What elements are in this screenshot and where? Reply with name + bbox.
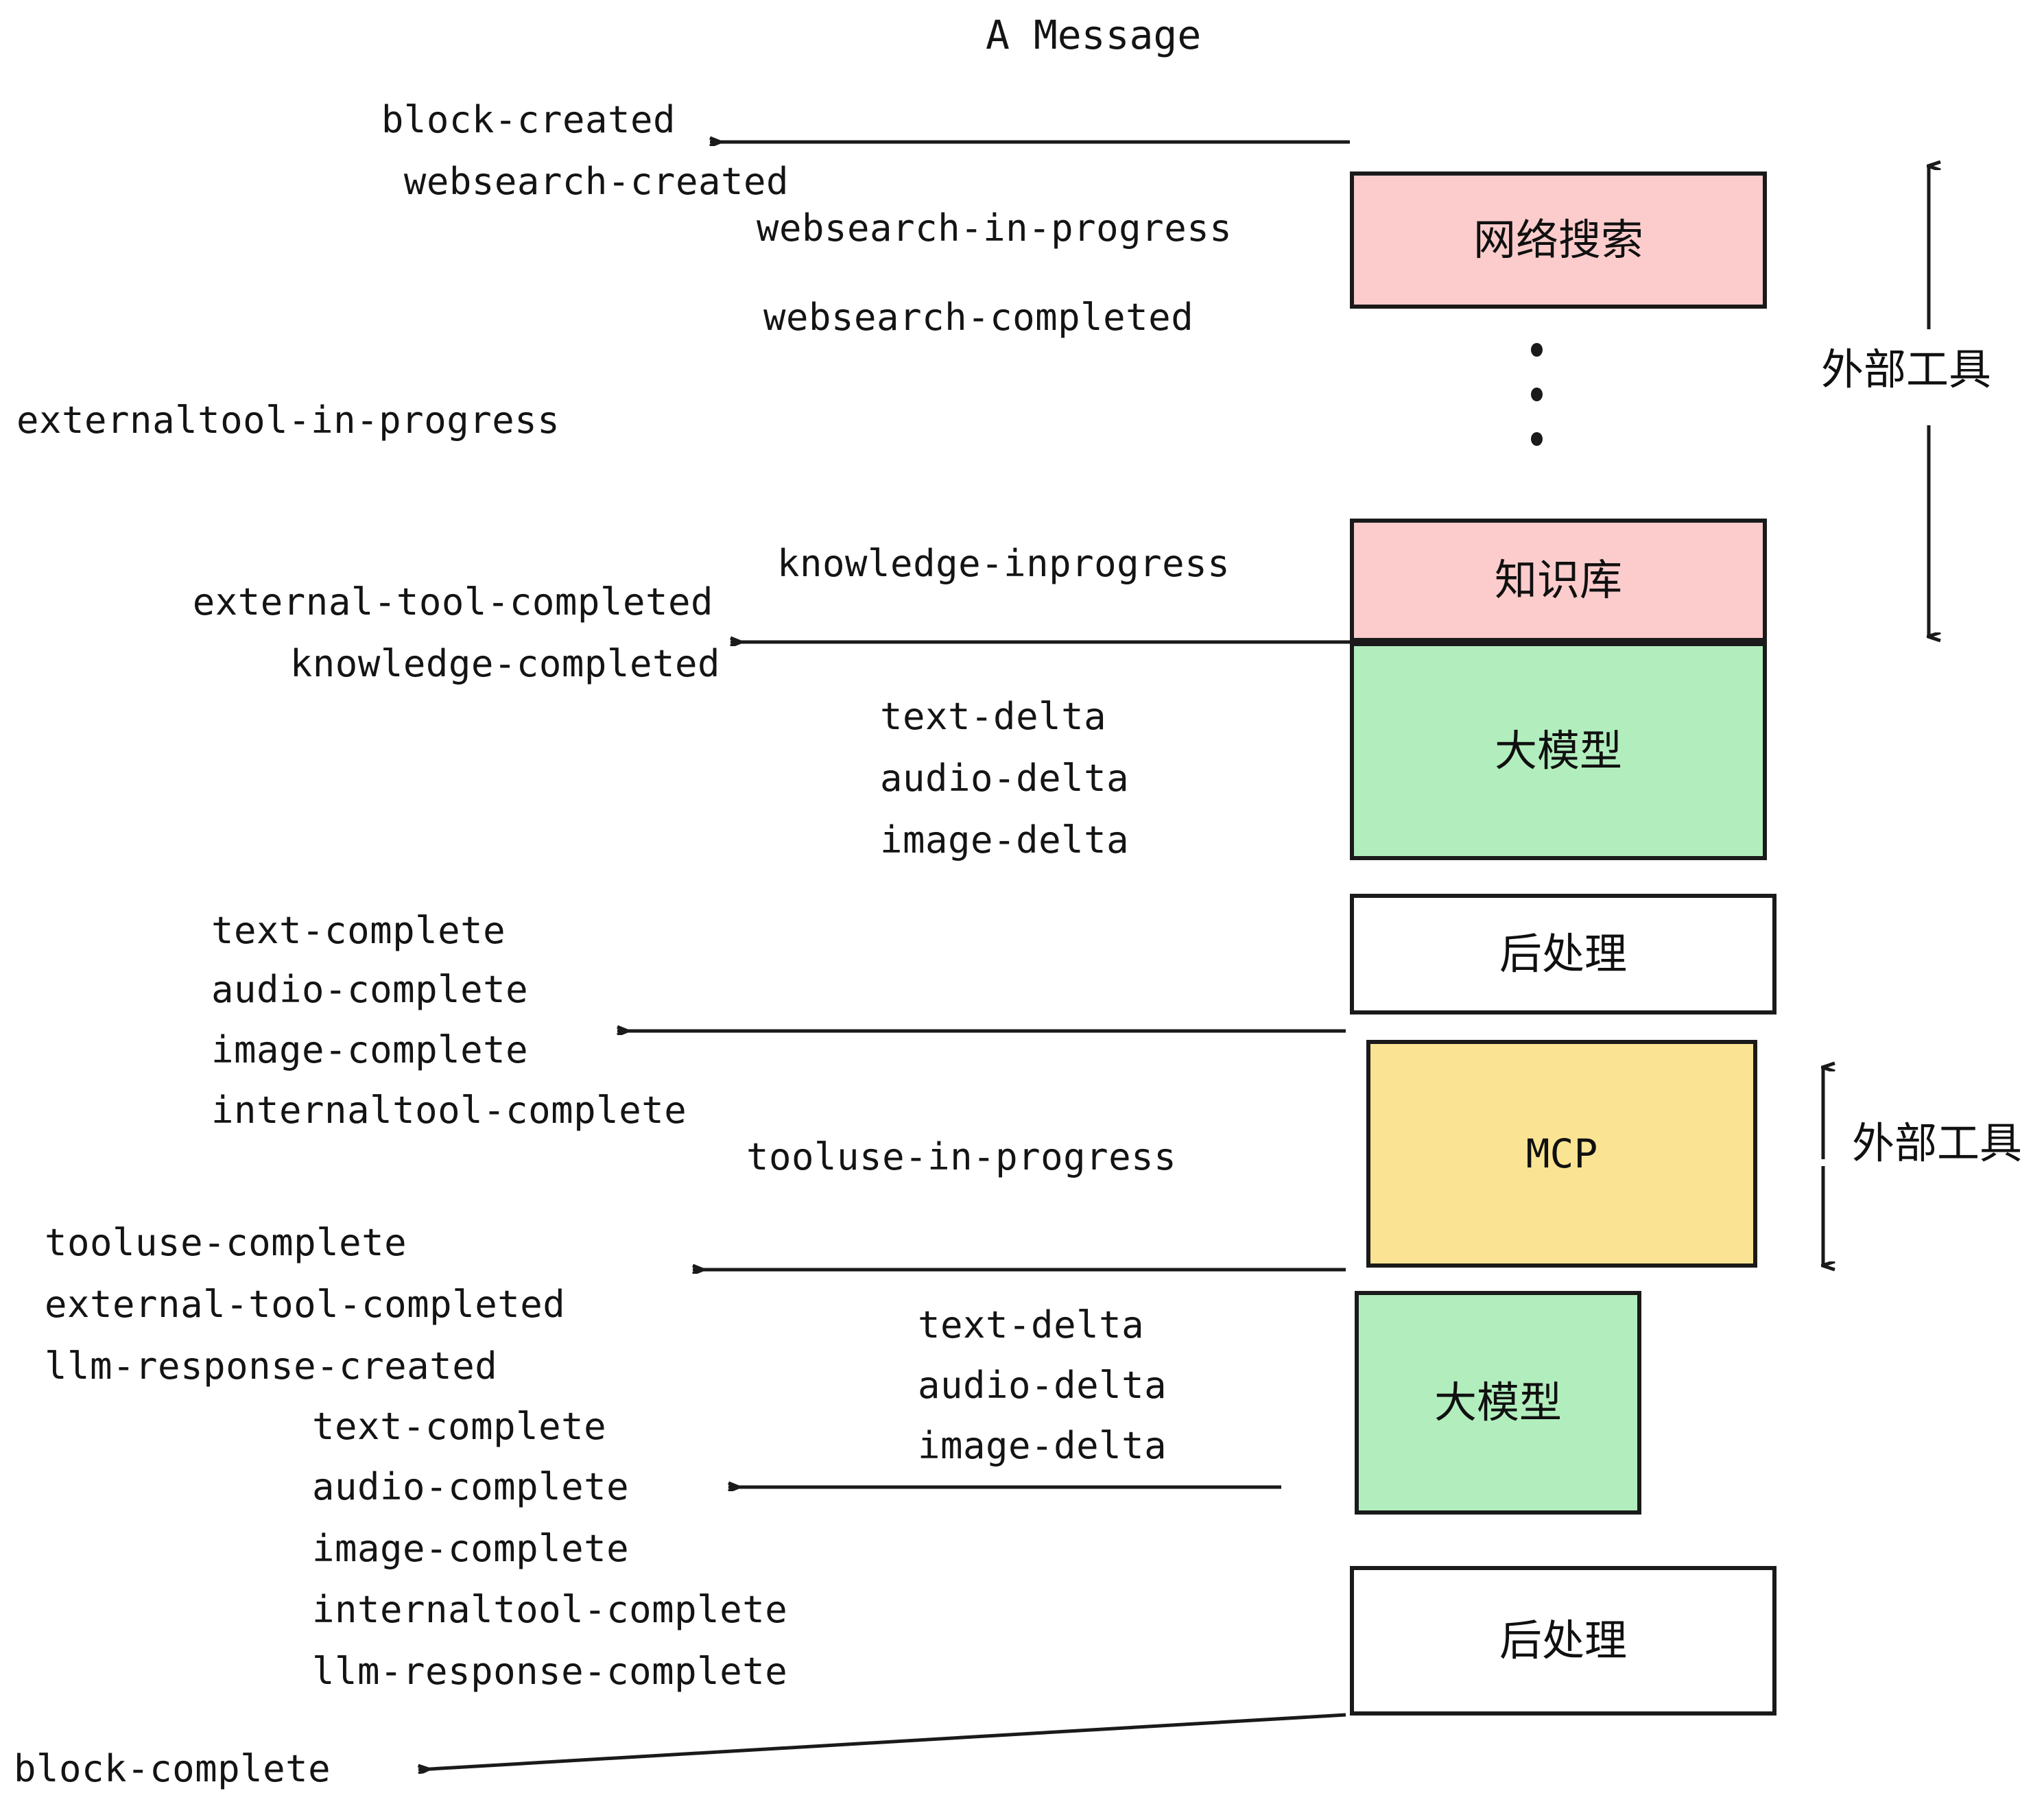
node-mcp-label: MCP bbox=[1525, 1130, 1598, 1177]
node-postprocess-2: 后处理 bbox=[1350, 1566, 1776, 1716]
event-audio-delta-2: audio-delta bbox=[918, 1364, 1167, 1407]
event-audio-complete-1: audio-complete bbox=[211, 968, 529, 1011]
event-image-complete-2: image-complete bbox=[312, 1527, 630, 1570]
side-label-external-tools-mcp: 外部工具 bbox=[1852, 1118, 2023, 1168]
node-mcp: MCP bbox=[1366, 1040, 1757, 1268]
node-knowledge-base: 知识库 bbox=[1350, 519, 1767, 642]
event-text-complete-1: text-complete bbox=[211, 909, 506, 952]
dot bbox=[1530, 432, 1543, 446]
event-websearch-in-progress: websearch-in-progress bbox=[757, 206, 1233, 250]
event-websearch-completed: websearch-completed bbox=[763, 296, 1194, 339]
event-text-delta-1: text-delta bbox=[880, 695, 1107, 738]
event-block-created: block-created bbox=[381, 98, 676, 141]
event-externaltool-in-progress: externaltool-in-progress bbox=[16, 399, 560, 442]
event-knowledge-completed: knowledge-completed bbox=[289, 642, 720, 685]
node-knowledge-base-label: 知识库 bbox=[1494, 555, 1622, 605]
event-external-tool-completed-1: external-tool-completed bbox=[192, 580, 713, 624]
event-text-delta-2: text-delta bbox=[918, 1303, 1145, 1346]
event-audio-delta-1: audio-delta bbox=[880, 757, 1130, 800]
node-postprocess-2-label: 后处理 bbox=[1499, 1615, 1627, 1665]
node-postprocess-1: 后处理 bbox=[1350, 894, 1776, 1014]
event-internaltool-complete-1: internaltool-complete bbox=[211, 1089, 687, 1132]
event-llm-response-complete: llm-response-complete bbox=[312, 1650, 788, 1693]
dot bbox=[1530, 343, 1543, 357]
event-image-delta-2: image-delta bbox=[918, 1424, 1167, 1467]
node-llm-2: 大模型 bbox=[1355, 1291, 1641, 1515]
event-image-delta-1: image-delta bbox=[880, 818, 1130, 862]
ellipsis-dots bbox=[1530, 343, 1543, 446]
event-block-complete: block-complete bbox=[14, 1747, 331, 1790]
event-llm-response-created: llm-response-created bbox=[45, 1344, 498, 1388]
node-postprocess-1-label: 后处理 bbox=[1499, 929, 1627, 979]
event-websearch-created: websearch-created bbox=[403, 160, 789, 203]
event-tooluse-in-progress: tooluse-in-progress bbox=[746, 1135, 1177, 1178]
event-audio-complete-2: audio-complete bbox=[312, 1465, 630, 1508]
event-internaltool-complete-2: internaltool-complete bbox=[312, 1588, 788, 1631]
event-external-tool-completed-2: external-tool-completed bbox=[45, 1283, 566, 1326]
dot bbox=[1530, 388, 1543, 401]
node-llm-2-label: 大模型 bbox=[1434, 1377, 1562, 1427]
event-image-complete-1: image-complete bbox=[211, 1028, 529, 1071]
node-llm-1-label: 大模型 bbox=[1494, 726, 1622, 776]
side-label-external-tools-top: 外部工具 bbox=[1821, 344, 1992, 394]
event-knowledge-inprogress: knowledge-inprogress bbox=[777, 542, 1231, 585]
node-websearch-label: 网络搜索 bbox=[1473, 215, 1643, 265]
node-websearch: 网络搜索 bbox=[1350, 171, 1767, 309]
event-tooluse-complete: tooluse-complete bbox=[45, 1221, 407, 1264]
node-llm-1: 大模型 bbox=[1350, 642, 1767, 860]
event-text-complete-2: text-complete bbox=[312, 1405, 607, 1448]
arrow-postprocess-to-blockcomplete bbox=[418, 1713, 1346, 1770]
page-title: A Message bbox=[986, 12, 1202, 58]
